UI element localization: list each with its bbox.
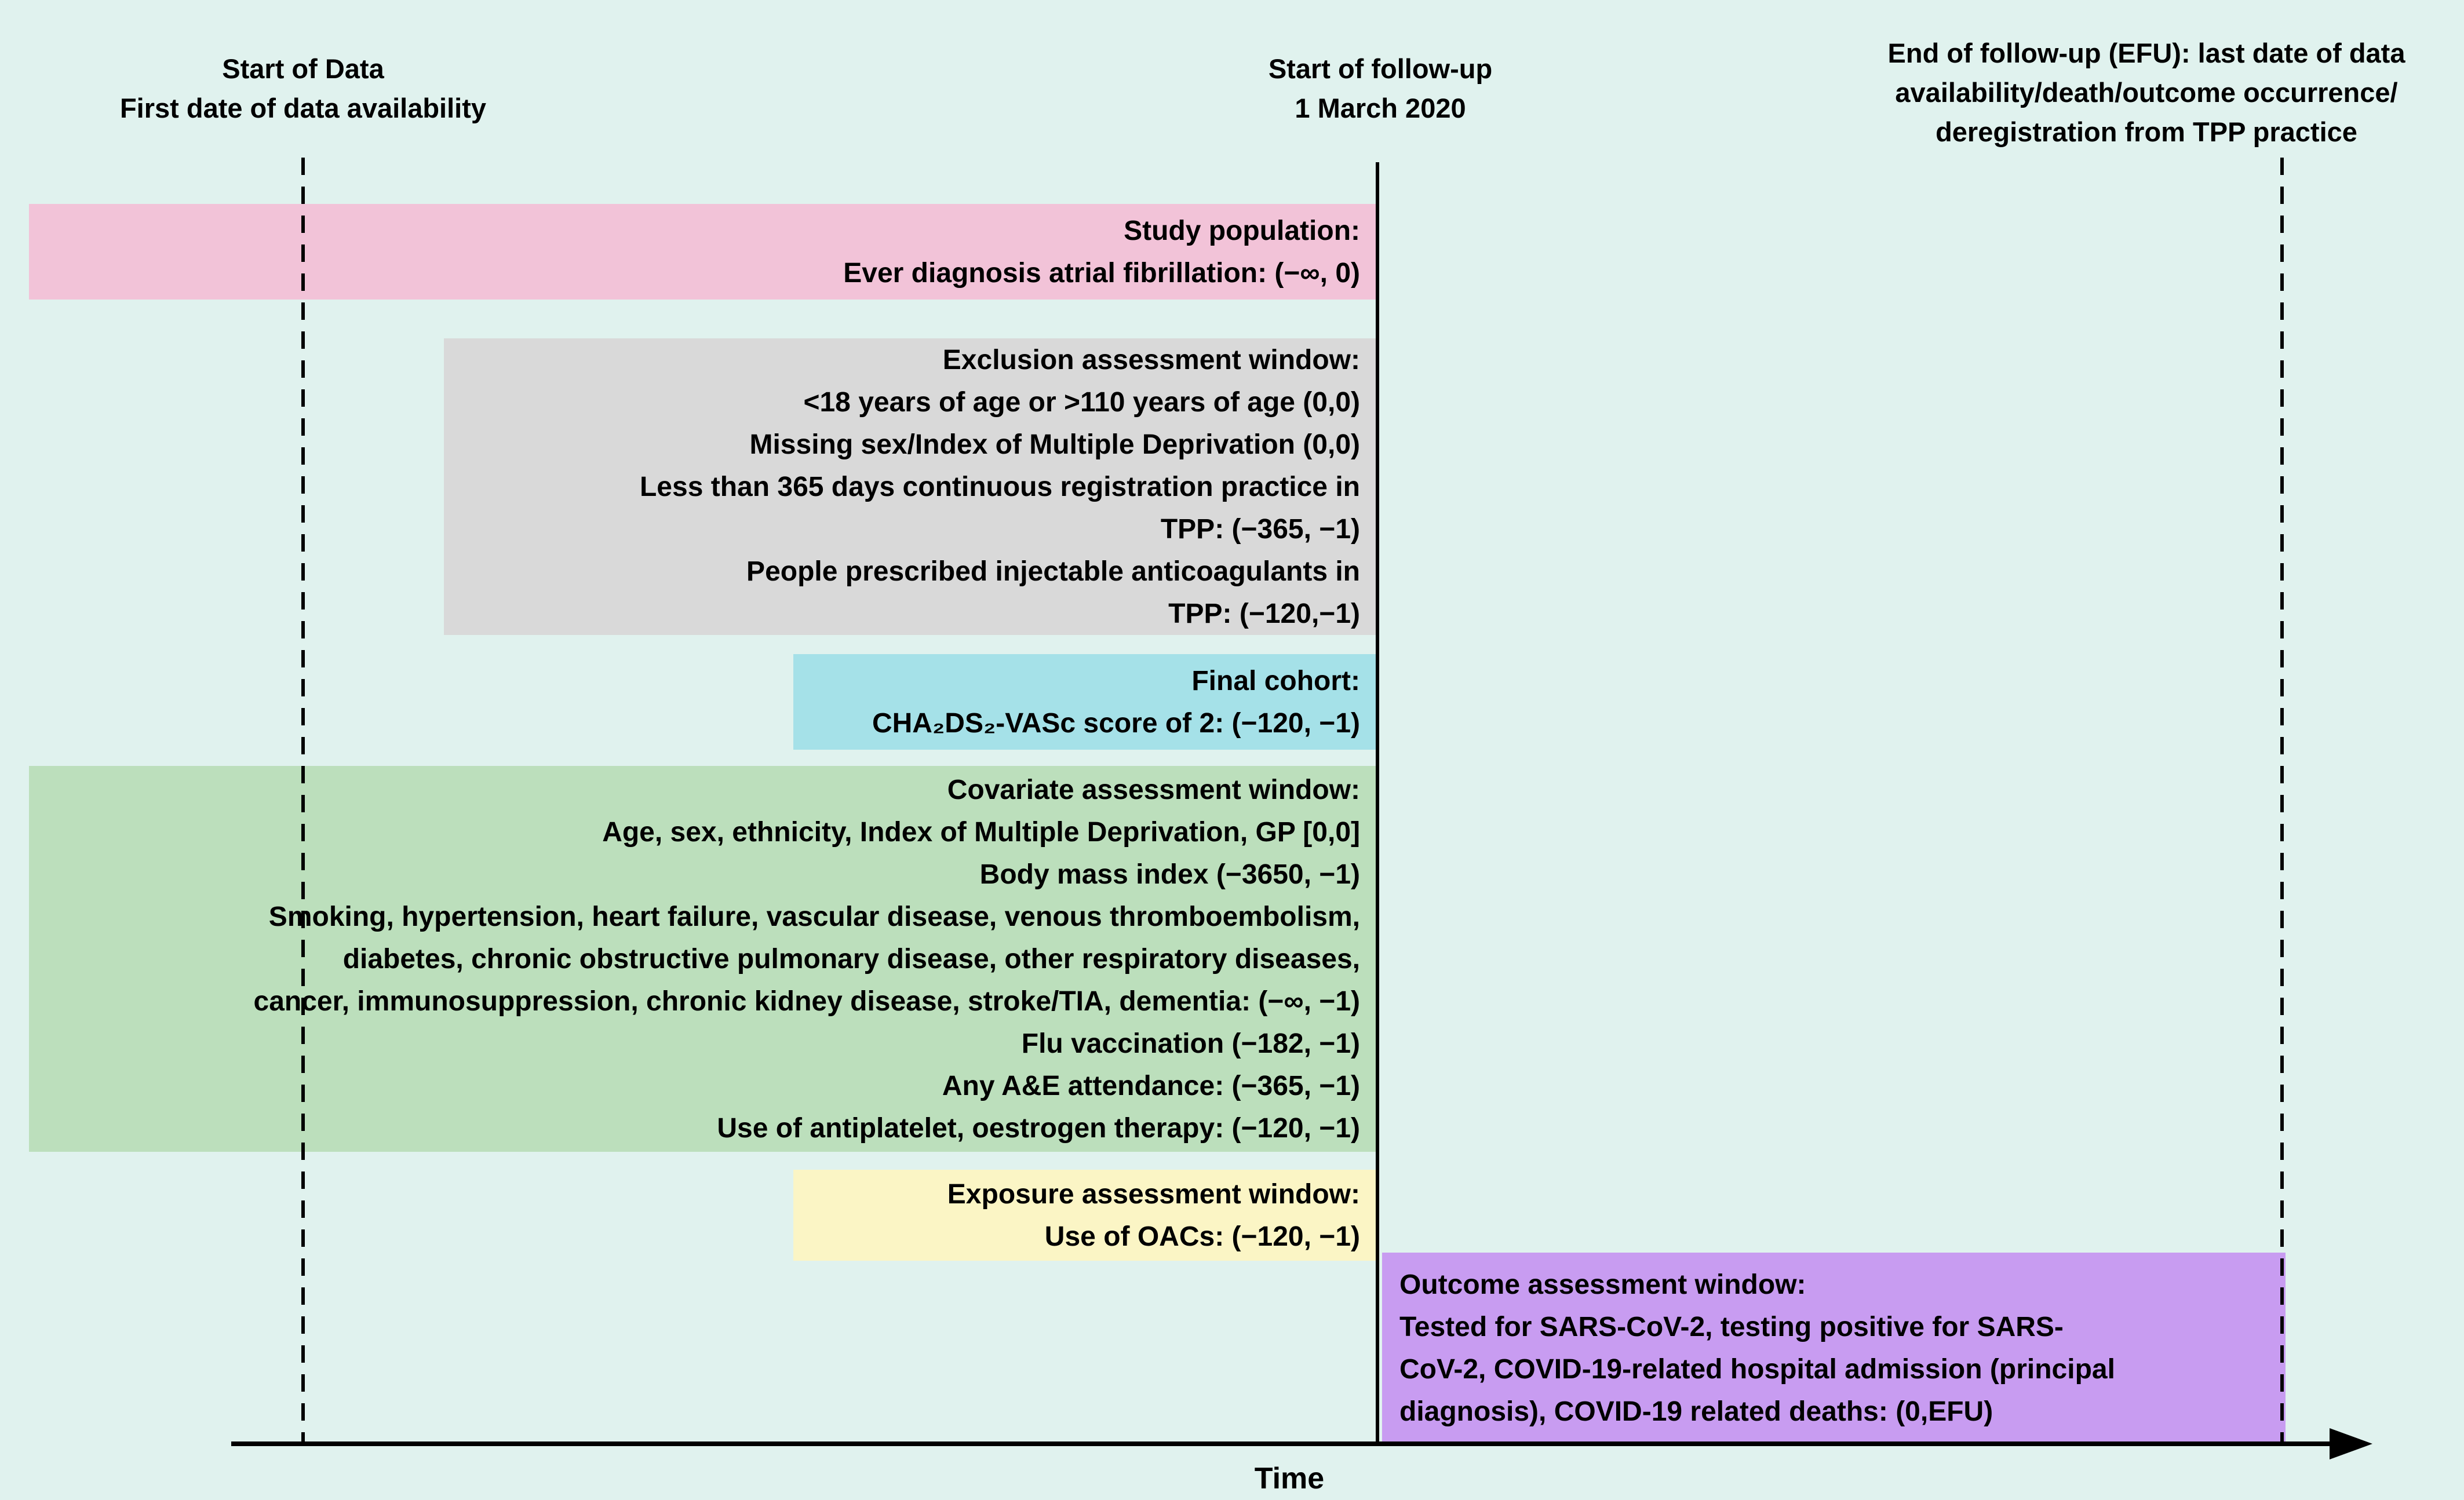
covariate-line7: Flu vaccination (−182, −1) bbox=[1021, 1028, 1360, 1059]
covariate-line4: Smoking, hypertension, heart failure, va… bbox=[268, 901, 1360, 932]
outcome-line3: CoV-2, COVID-19-related hospital admissi… bbox=[1399, 1354, 2115, 1385]
time-axis-arrowhead-icon bbox=[2330, 1428, 2372, 1459]
exposure-title: Exposure assessment window: bbox=[947, 1178, 1360, 1210]
exclusion-title: Exclusion assessment window: bbox=[942, 344, 1360, 375]
exclusion-line7: TPP: (−120,−1) bbox=[1168, 598, 1360, 629]
time-axis-label: Time bbox=[1254, 1462, 1325, 1495]
covariate-line9: Use of antiplatelet, oestrogen therapy: … bbox=[717, 1112, 1360, 1144]
outcome-assessment-box: Outcome assessment window: Tested for SA… bbox=[1382, 1253, 2286, 1444]
end-of-follow-up-label: End of follow-up (EFU): last date of dat… bbox=[1813, 34, 2464, 152]
end-of-follow-up-label-line1: End of follow-up (EFU): last date of dat… bbox=[1887, 38, 2405, 68]
study-population-box: Study population: Ever diagnosis atrial … bbox=[29, 204, 1377, 300]
exclusion-line6: People prescribed injectable anticoagula… bbox=[746, 556, 1360, 587]
exclusion-assessment-box: Exclusion assessment window: <18 years o… bbox=[444, 338, 1377, 635]
final-cohort-box: Final cohort: CHA₂DS₂-VASc score of 2: (… bbox=[793, 654, 1377, 750]
start-of-follow-up-label-line1: Start of follow-up bbox=[1268, 53, 1493, 84]
exclusion-line3: Missing sex/Index of Multiple Deprivatio… bbox=[749, 429, 1360, 460]
start-of-follow-up-label: Start of follow-up 1 March 2020 bbox=[1178, 49, 1583, 128]
start-of-data-label-line2: First date of data availability bbox=[119, 93, 487, 123]
final-cohort-window: CHA₂DS₂-VASc score of 2: (−120, −1) bbox=[872, 707, 1360, 739]
covariate-title: Covariate assessment window: bbox=[947, 774, 1360, 805]
covariate-line5: diabetes, chronic obstructive pulmonary … bbox=[342, 943, 1360, 975]
outcome-line4: diagnosis), COVID-19 related deaths: (0,… bbox=[1399, 1396, 1993, 1427]
covariate-assessment-box: Covariate assessment window: Age, sex, e… bbox=[29, 766, 1377, 1152]
start-of-follow-up-line bbox=[1376, 162, 1379, 1444]
start-of-follow-up-label-line2: 1 March 2020 bbox=[1295, 93, 1466, 123]
outcome-line2: Tested for SARS-CoV-2, testing positive … bbox=[1399, 1312, 2064, 1342]
exposure-assessment-box: Exposure assessment window: Use of OACs:… bbox=[793, 1170, 1377, 1261]
end-of-follow-up-label-line2: availability/death/outcome occurrence/ bbox=[1895, 77, 2398, 108]
end-of-follow-up-label-line3: deregistration from TPP practice bbox=[1936, 116, 2357, 147]
exclusion-line2: <18 years of age or >110 years of age (0… bbox=[803, 386, 1360, 418]
study-population-window: Ever diagnosis atrial fibrillation: (−∞,… bbox=[843, 257, 1360, 289]
time-axis-line bbox=[231, 1441, 2332, 1446]
covariate-line6: cancer, immunosuppression, chronic kidne… bbox=[253, 986, 1361, 1017]
exposure-window: Use of OACs: (−120, −1) bbox=[1044, 1221, 1360, 1252]
exclusion-line4: Less than 365 days continuous registrati… bbox=[639, 471, 1360, 502]
study-population-title: Study population: bbox=[1124, 215, 1360, 246]
outcome-title: Outcome assessment window: bbox=[1399, 1269, 1806, 1300]
covariate-line3: Body mass index (−3650, −1) bbox=[979, 859, 1360, 890]
covariate-line8: Any A&E attendance: (−365, −1) bbox=[942, 1070, 1360, 1101]
start-of-data-label: Start of Data First date of data availab… bbox=[42, 49, 564, 128]
start-of-data-dashed-line bbox=[301, 158, 305, 1444]
start-of-data-label-line1: Start of Data bbox=[222, 53, 384, 84]
exclusion-line5: TPP: (−365, −1) bbox=[1160, 513, 1360, 545]
end-of-follow-up-dashed-line bbox=[2280, 158, 2284, 1444]
final-cohort-title: Final cohort: bbox=[1191, 665, 1360, 696]
covariate-line2: Age, sex, ethnicity, Index of Multiple D… bbox=[602, 816, 1360, 848]
